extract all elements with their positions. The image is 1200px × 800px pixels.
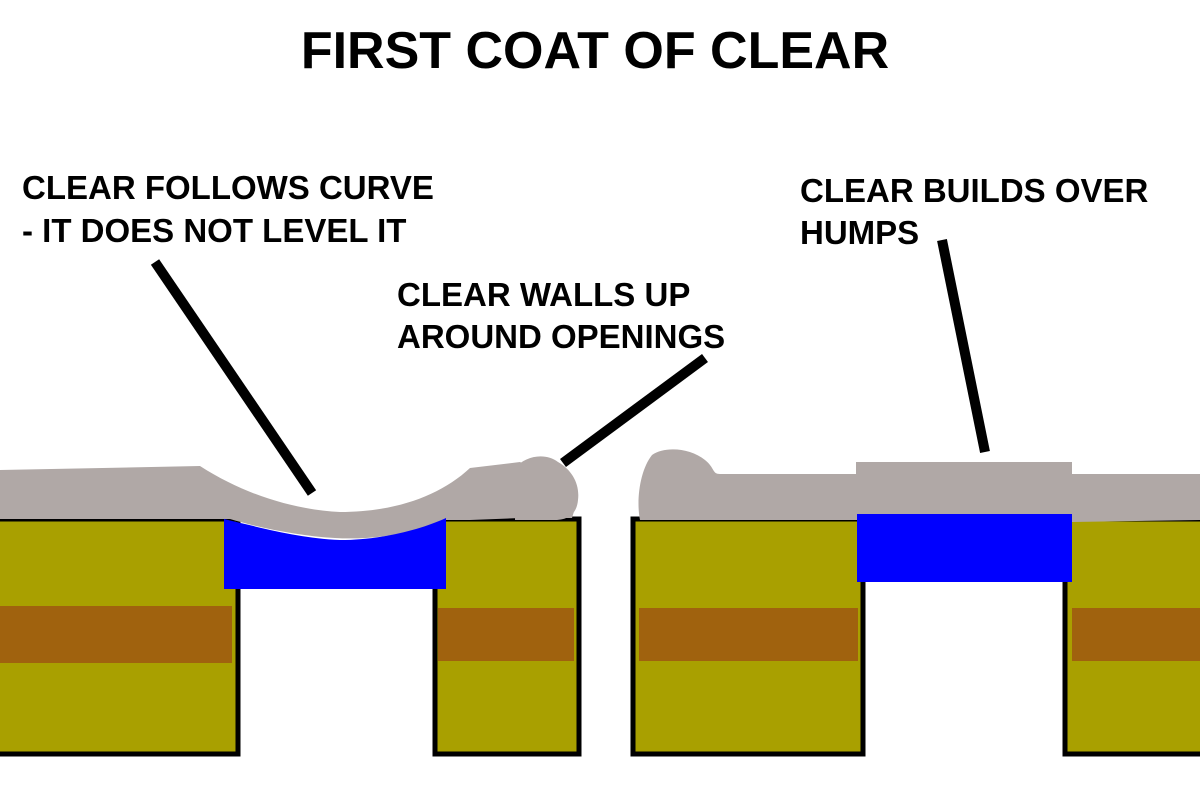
clear-coat-walled-lump-left bbox=[515, 456, 579, 520]
leader-line-follows-curve bbox=[150, 259, 317, 496]
clear-coat-left-curve bbox=[0, 462, 578, 539]
diagram-title: FIRST COAT OF CLEAR bbox=[301, 22, 889, 80]
callout-walls-up-line2: AROUND OPENINGS bbox=[397, 318, 725, 355]
leader-line-walls-up bbox=[560, 353, 708, 468]
callout-builds-over-line2: HUMPS bbox=[800, 214, 919, 251]
leader-line-builds-over bbox=[937, 239, 990, 453]
clear-coat-walled-lump-right bbox=[638, 449, 860, 520]
stripe-center-right bbox=[639, 608, 858, 661]
callout-follows-curve-line2: - IT DOES NOT LEVEL IT bbox=[22, 212, 406, 249]
callout-builds-over-line1: CLEAR BUILDS OVER bbox=[800, 172, 1149, 209]
stripe-left bbox=[0, 606, 232, 663]
callout-walls-up-line1: CLEAR WALLS UP bbox=[397, 276, 690, 313]
clear-coat-right-hump bbox=[856, 462, 1200, 522]
blue-fill-dip bbox=[224, 518, 446, 589]
stripe-center-left bbox=[438, 608, 574, 661]
callout-follows-curve-line1: CLEAR FOLLOWS CURVE bbox=[22, 169, 434, 206]
stripe-right bbox=[1072, 608, 1200, 661]
blue-fill-hump bbox=[857, 514, 1072, 582]
